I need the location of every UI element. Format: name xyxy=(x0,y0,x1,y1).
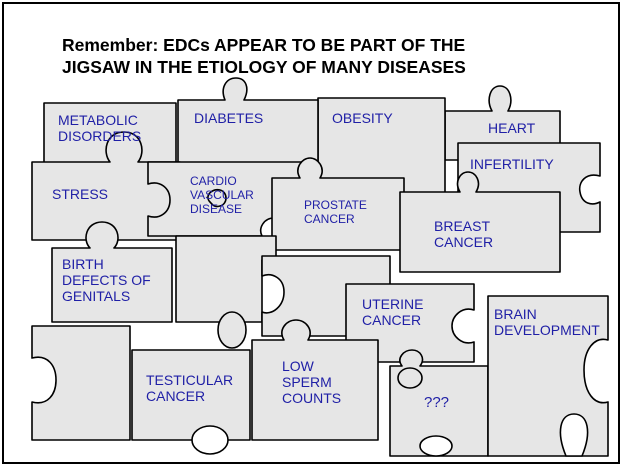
piece-prostate xyxy=(271,157,405,251)
hole-uterine xyxy=(397,367,423,389)
label-diabetes: DIABETES xyxy=(194,110,264,126)
label-unknown: ??? xyxy=(424,394,450,411)
piece-sperm xyxy=(251,319,379,441)
piece-diabetes xyxy=(177,77,319,171)
hole-center xyxy=(217,311,247,349)
label-stress: STRESS xyxy=(52,186,109,202)
label-metabolic-disorders: METABOLIC DISORDERS xyxy=(58,112,142,144)
label-prostate-cancer: PROSTATE CANCER xyxy=(304,198,367,226)
piece-center xyxy=(175,235,277,323)
hole-unknown xyxy=(419,435,453,457)
label-uterine-cancer: UTERINE CANCER xyxy=(362,296,424,328)
label-low-sperm-counts: LOW SPERM COUNTS xyxy=(282,358,342,406)
label-heart: HEART xyxy=(488,120,536,136)
slide-title: Remember: EDCs APPEAR TO BE PART OF THE … xyxy=(62,34,582,78)
label-birth-defects: BIRTH DEFECTS OF GENITALS xyxy=(62,256,151,304)
piece-testicular xyxy=(131,349,251,441)
hole-cardio xyxy=(207,188,227,208)
label-cardio-vascular-disease: CARDIO VASCULAR DISEASE xyxy=(190,174,254,216)
piece-left-bottom xyxy=(31,325,131,441)
hole-testicular xyxy=(191,425,229,455)
label-infertility: INFERTILITY xyxy=(470,156,554,172)
label-breast-cancer: BREAST CANCER xyxy=(434,218,494,250)
hole-brain xyxy=(559,413,589,457)
title-line-2: JIGSAW IN THE ETIOLOGY OF MANY DISEASES xyxy=(62,57,466,77)
piece-birth xyxy=(51,221,173,323)
label-brain-development: BRAIN DEVELOPMENT xyxy=(494,306,600,338)
label-testicular-cancer: TESTICULAR CANCER xyxy=(146,372,234,404)
title-line-1: Remember: EDCs APPEAR TO BE PART OF THE xyxy=(62,35,466,55)
label-obesity: OBESITY xyxy=(332,110,393,126)
slide-border xyxy=(2,2,620,464)
piece-stress xyxy=(31,131,181,241)
piece-breast xyxy=(399,171,561,273)
piece-heart xyxy=(444,85,561,161)
